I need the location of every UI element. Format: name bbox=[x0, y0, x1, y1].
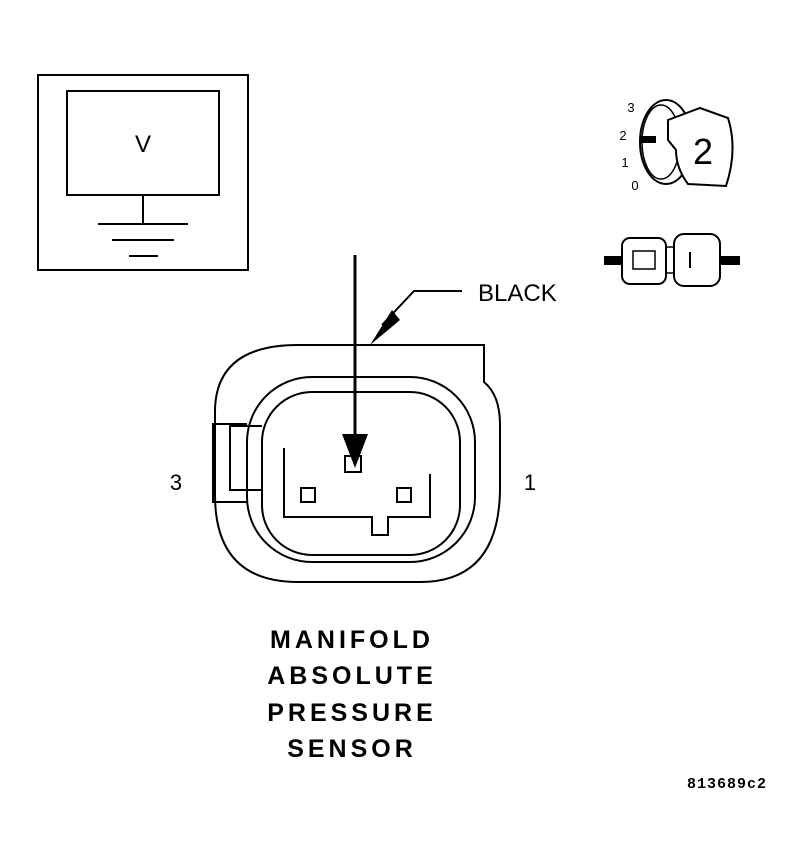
ignition-key-icon bbox=[667, 106, 734, 188]
terminal-pin-2 bbox=[344, 455, 362, 473]
pin-label-left: 3 bbox=[170, 470, 182, 495]
locking-tab bbox=[212, 423, 247, 503]
connector-cavity bbox=[261, 391, 461, 556]
wire-color-leader bbox=[370, 290, 462, 345]
ignition-switch: 3 2 1 0 2 bbox=[619, 99, 734, 193]
connector-icon bbox=[604, 233, 740, 287]
probe-arrow bbox=[342, 255, 368, 468]
connector-inner-shell bbox=[246, 376, 476, 563]
ignition-position: 0 bbox=[631, 178, 638, 193]
voltmeter-frame bbox=[37, 74, 249, 271]
terminal-pin-3 bbox=[300, 487, 316, 503]
figure-reference: 813689c2 bbox=[687, 776, 767, 793]
terminal-housing bbox=[283, 448, 431, 536]
ground-icon bbox=[98, 195, 188, 257]
ignition-key-label: 2 bbox=[693, 131, 713, 172]
title-line: MANIFOLD bbox=[270, 626, 434, 654]
terminal-pin-1 bbox=[396, 487, 412, 503]
title-line: SENSOR bbox=[287, 735, 417, 763]
ignition-position-marker bbox=[640, 136, 656, 143]
ignition-position: 1 bbox=[621, 155, 628, 170]
pin-label-right: 1 bbox=[524, 470, 536, 495]
component-title: MANIFOLD ABSOLUTE PRESSURE SENSOR bbox=[267, 626, 437, 763]
connector-outer-shell bbox=[214, 344, 501, 583]
title-line: PRESSURE bbox=[267, 699, 437, 727]
voltmeter: V bbox=[37, 74, 249, 271]
ignition-position: 3 bbox=[627, 100, 634, 115]
wire-color-label: BLACK bbox=[478, 280, 557, 307]
voltmeter-unit-label: V bbox=[135, 131, 151, 158]
ignition-position: 2 bbox=[619, 128, 626, 143]
locking-tab-inner bbox=[229, 425, 262, 491]
sensor-connector bbox=[212, 344, 501, 583]
title-line: ABSOLUTE bbox=[267, 662, 437, 690]
